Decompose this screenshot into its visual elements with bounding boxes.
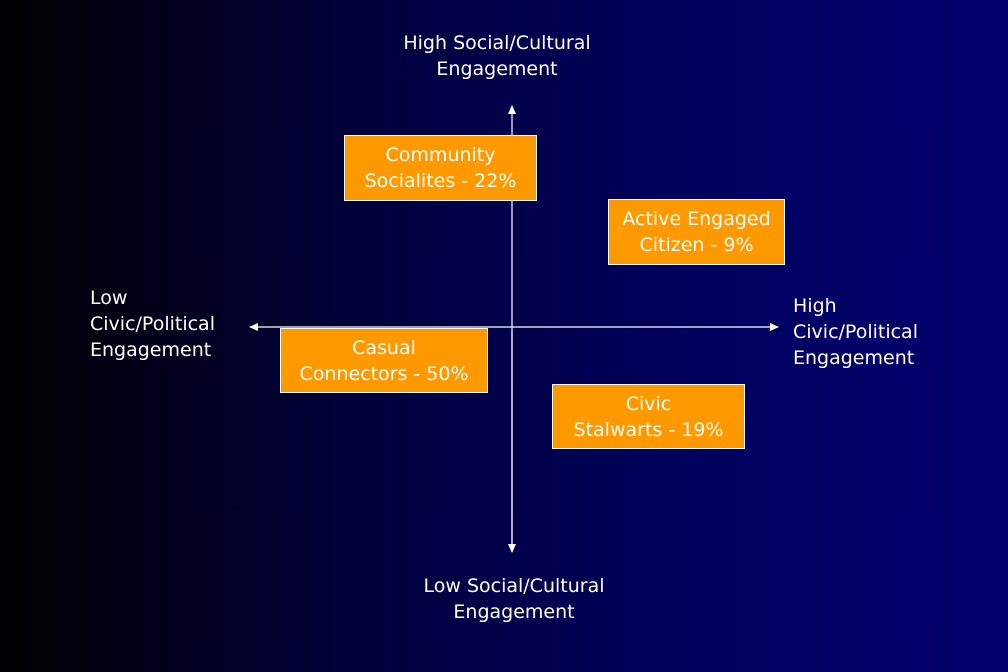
axis-label-bottom: Low Social/Cultural Engagement: [423, 575, 605, 623]
segment-community-socialites: Community Socialites - 22%: [344, 135, 537, 201]
axis-label-right: High Civic/Political Engagement: [793, 295, 918, 369]
segment-active-engaged-citizen: Active Engaged Citizen - 9%: [608, 199, 785, 265]
segment-civic-stalwarts: Civic Stalwarts - 19%: [552, 384, 745, 449]
axis-label-top: High Social/Cultural Engagement: [403, 32, 591, 80]
axis-label-left: Low Civic/Political Engagement: [90, 287, 215, 361]
segment-casual-connectors: Casual Connectors - 50%: [280, 328, 488, 393]
